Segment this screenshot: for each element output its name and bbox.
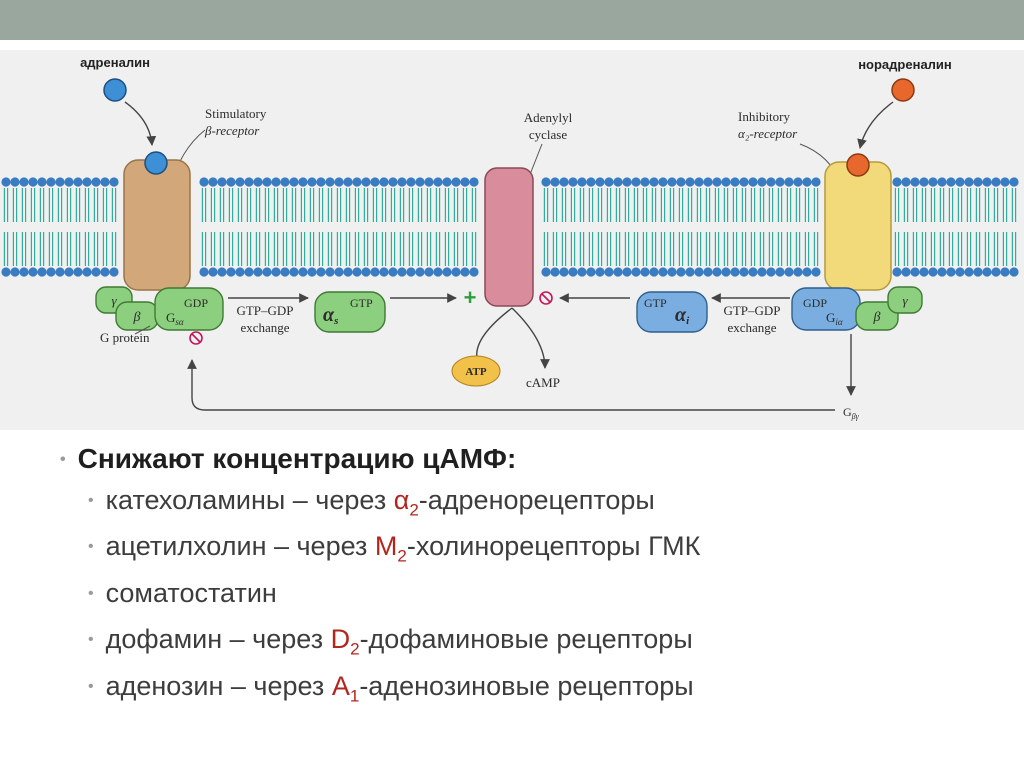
bullet-main-text: Снижают концентрацию цАМФ:: [77, 443, 517, 474]
bullet-dot: •: [88, 677, 94, 695]
list-item-symbol: М: [374, 531, 398, 562]
list-item-pre: ацетилхолин – через: [105, 531, 375, 562]
inhibitory-label: Inhibitory: [738, 109, 790, 124]
alpha2-receptor: [824, 161, 892, 291]
bullet-main: • Снижают концентрацию цАМФ:: [60, 443, 1000, 475]
title-bar: [0, 0, 1024, 40]
atp-molecule: [451, 355, 501, 387]
list-item-post: -адренорецепторы: [418, 485, 655, 515]
atp-flow: [476, 307, 513, 363]
camp-label: cAMP: [526, 375, 560, 390]
exchange-left-line1: GTP–GDP: [236, 303, 293, 318]
adrenaline-label: адреналин: [80, 55, 150, 70]
inhibit-icon: [189, 331, 203, 345]
list-item-subscript: 2: [350, 639, 360, 659]
list-item-text: ацетилхолин – через М2-холинорецепторы Г…: [106, 531, 701, 566]
alpha-i-gtp-label: GTP: [644, 296, 667, 310]
list-item: • ацетилхолин – через М2-холинорецепторы …: [88, 531, 1000, 566]
bullet-dot: •: [88, 631, 94, 649]
list-item-text: дофамин – через D2-дофаминовые рецепторы: [106, 624, 693, 659]
stimulatory-label: Stimulatory: [205, 106, 267, 121]
gs-alpha-subunit: [154, 287, 224, 331]
list-item-subscript: 2: [409, 500, 419, 520]
beta-receptor-label: β-receptor: [204, 123, 260, 138]
gs-beta-label: β: [133, 310, 141, 325]
bullet-dot: •: [88, 538, 94, 556]
g-protein-pointer: [134, 325, 151, 335]
signaling-diagram: адреналин норадреналин Stimulatory β-rec…: [0, 50, 1024, 430]
gbg-feedback-arrow: [187, 359, 835, 411]
bullet-dot: •: [88, 492, 94, 509]
alpha-s-label: αs: [323, 304, 338, 327]
plus-sign: +: [464, 285, 477, 310]
inhibit-icon: [539, 291, 553, 305]
beta-receptor: [123, 159, 191, 291]
list-item-pre: дофамин – через: [105, 624, 331, 655]
gs-alpha-label: Gsα: [166, 310, 184, 327]
list-item-text: аденозин – через А1-аденозиновые рецепто…: [106, 671, 694, 706]
gi-gamma-label: γ: [902, 293, 908, 308]
gi-alpha-label: Giα: [826, 310, 843, 327]
cell-membrane: [1, 177, 1019, 277]
list-item-text: соматостатин: [106, 578, 277, 613]
gbg-label: Gβγ: [843, 405, 860, 421]
list-item: • дофамин – через D2-дофаминовые рецептор…: [88, 624, 1000, 659]
exchange-right-line2: exchange: [727, 320, 776, 335]
list-item-symbol: D: [330, 624, 351, 655]
gi-gamma-subunit: [887, 286, 923, 314]
list-item: • аденозин – через А1-аденозиновые рецепт…: [88, 671, 1000, 706]
bullet-dot: •: [60, 451, 66, 468]
list-item-pre: соматостатин: [105, 577, 277, 608]
alpha-i-label: αi: [675, 304, 690, 327]
list-item-subscript: 1: [349, 685, 360, 705]
adenylyl-cyclase: [484, 167, 534, 307]
list-item: • катехоламины – через α2-адренорецепторы: [88, 485, 1000, 520]
gi-beta-label: β: [873, 310, 881, 325]
list-item-post: -холинорецепторы ГМК: [406, 531, 701, 562]
list-item-pre: аденозин – через: [105, 670, 332, 701]
exchange-right-line1: GTP–GDP: [723, 303, 780, 318]
alpha-i-gtp: [636, 291, 708, 333]
list-item-symbol: А: [331, 670, 350, 701]
atp-label: ATP: [465, 366, 486, 378]
camp-arrow: [511, 307, 550, 369]
gi-beta-subunit: [855, 301, 899, 331]
alpha-s-gtp-label: GTP: [350, 296, 373, 310]
g-protein-label: G protein: [100, 330, 150, 345]
alpha-s-gtp: [314, 291, 386, 333]
diagram-svg: адреналин норадреналин Stimulatory β-rec…: [1, 55, 1019, 421]
list-item: • соматостатин: [88, 578, 1000, 613]
bound-adrenaline: [144, 151, 168, 175]
list-item-post: -дофаминовые рецепторы: [359, 624, 693, 655]
list-item-pre: катехоламины – через: [105, 485, 394, 515]
noradrenaline-arrow: [857, 101, 894, 149]
bound-noradrenaline: [846, 153, 870, 177]
noradrenaline-label: норадреналин: [858, 57, 952, 72]
cyclase-label: cyclase: [529, 127, 567, 142]
sub-bullet-list: •катехоламины – через α2-адренорецепторы…: [60, 485, 1000, 706]
list-item-post: -аденозиновые рецепторы: [359, 670, 694, 701]
list-item-subscript: 2: [397, 546, 407, 566]
gi-gdp-label: GDP: [803, 296, 827, 310]
noradrenaline-ligand: [891, 78, 915, 102]
bullet-list: • Снижают концентрацию цАМФ: • катехолами…: [60, 443, 1000, 717]
adrenaline-arrow: [124, 101, 157, 146]
gs-gamma-label: γ: [111, 293, 117, 308]
adenylyl-label: Adenylyl: [524, 110, 573, 125]
gs-gdp-label: GDP: [184, 296, 208, 310]
list-item-text: катехоламины – через α2-адренорецепторы: [106, 485, 655, 520]
exchange-left-line2: exchange: [240, 320, 289, 335]
bullet-dot: •: [88, 584, 94, 602]
list-item-symbol: α: [393, 485, 410, 515]
adrenaline-ligand: [103, 78, 127, 102]
alpha2-receptor-label: α₂-receptor: [738, 126, 798, 141]
